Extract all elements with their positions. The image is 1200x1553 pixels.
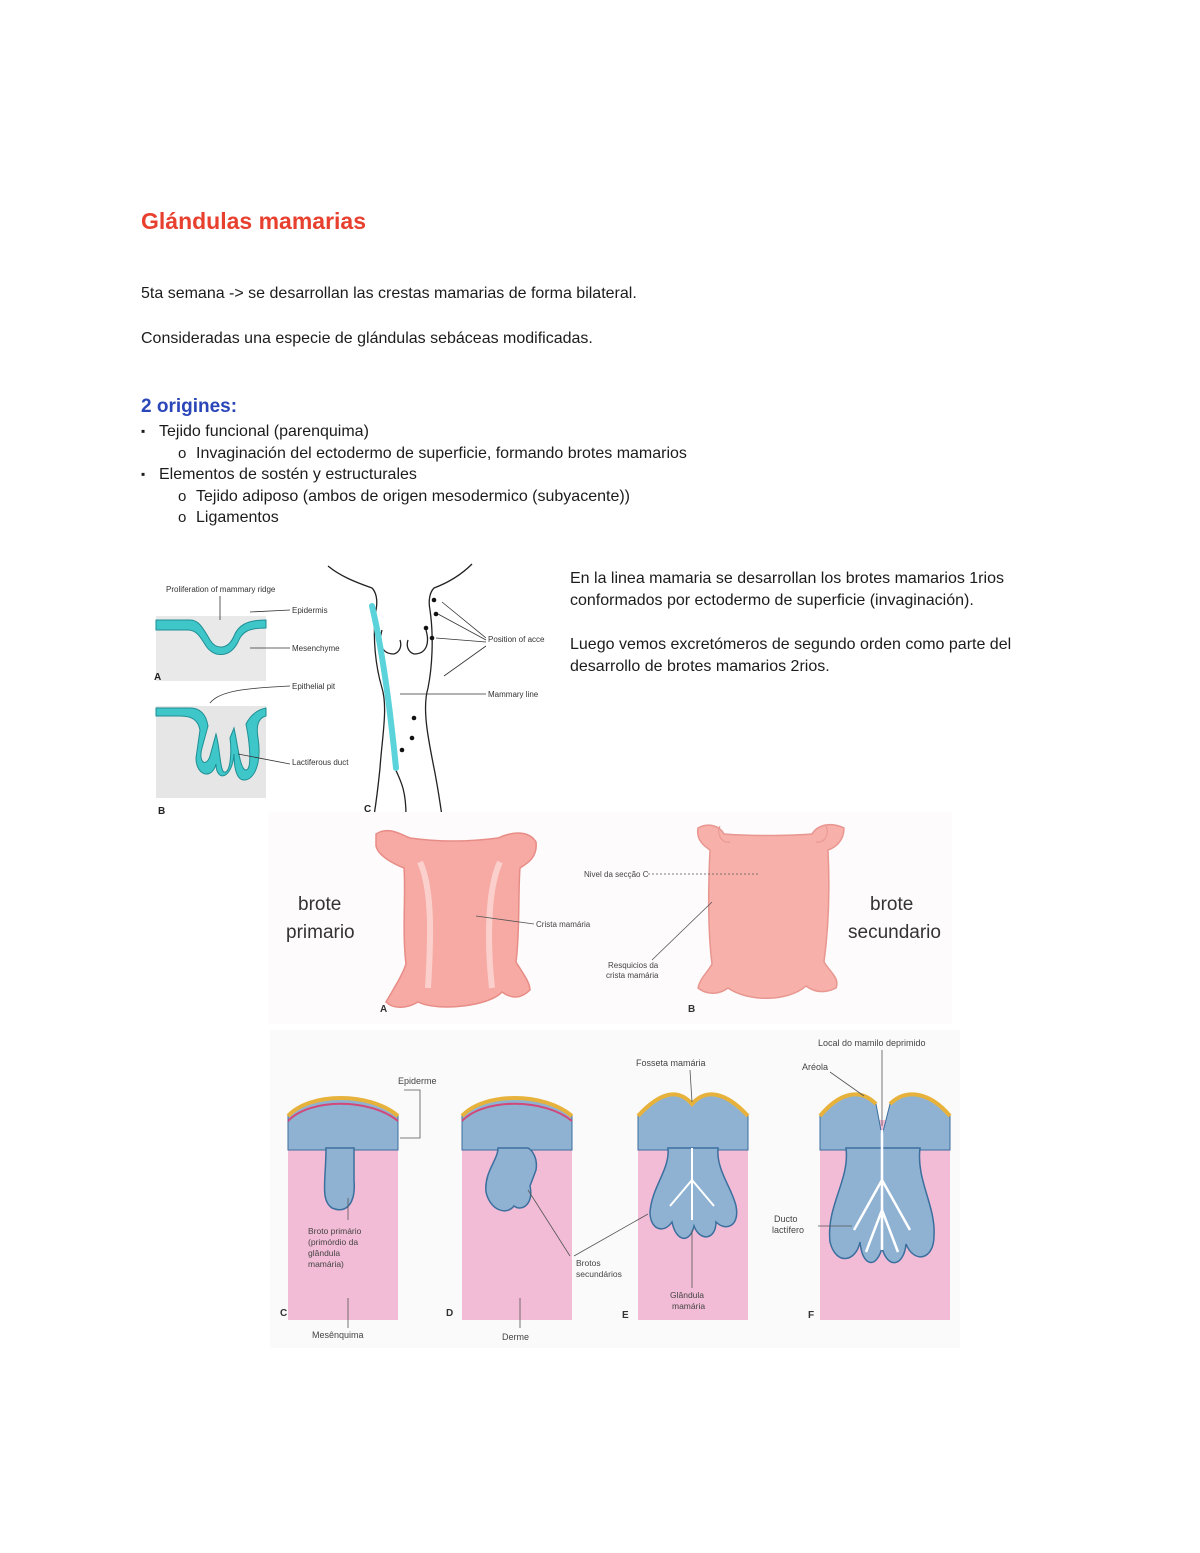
leader-line	[689, 1069, 693, 1103]
page-title: Glándulas mamarias	[141, 208, 366, 234]
label-derme: Derme	[502, 1332, 529, 1342]
label-broto-primario-l1: Broto primário	[308, 1226, 362, 1236]
embryo-b-limb	[718, 825, 731, 843]
section-heading: 2 origines:	[141, 396, 238, 417]
list-item-text: Tejido funcional (parenquima)	[159, 423, 369, 440]
label-brotos-l1: Brotos	[576, 1258, 601, 1268]
panel-c	[286, 1096, 400, 1320]
leader-line	[475, 915, 535, 925]
embryo-figure: brote primario brote secundario Crista m…	[268, 812, 952, 1024]
intro-paragraph: Consideradas una especie de glándulas se…	[141, 330, 593, 347]
panel-label: D	[446, 1308, 453, 1319]
list-item-text: Elementos de sostén y estructurales	[159, 466, 417, 483]
development-stages-figure: Epiderme Broto primário (primórdio da gl…	[270, 1030, 960, 1348]
bullet-icon: ▪	[141, 424, 146, 438]
body-outline	[327, 563, 473, 817]
side-paragraph: En la linea mamaria se desarrollan los b…	[570, 570, 1004, 609]
label-brote-secundario-line1: brote	[870, 894, 913, 915]
bullet-icon: ▪	[141, 467, 146, 481]
label-brote-primario-line2: primario	[286, 922, 355, 943]
label-mammary-line: Mammary line	[488, 690, 539, 699]
leader-line	[527, 1189, 571, 1257]
label-resquicios-line1: Resquicios da	[608, 961, 659, 970]
panel-label: A	[380, 1004, 387, 1015]
sub-list-item-text: Tejido adiposo (ambos de origen mesoderm…	[196, 487, 630, 505]
circle-bullet-icon: o	[178, 444, 187, 462]
mammary-ridge-figure: Proliferation of mammary ridge Epidermis…	[154, 563, 545, 817]
panel-label: B	[158, 806, 165, 817]
sub-list-item-text: Ligamentos	[196, 509, 279, 526]
label-epithelial-pit: Epithelial pit	[292, 682, 336, 691]
label-broto-primario-l4: mamária)	[308, 1259, 344, 1269]
leader-line	[249, 609, 291, 613]
intro-paragraph: 5ta semana -> se desarrollan las crestas…	[141, 285, 637, 302]
embryo-b-limb	[815, 825, 828, 843]
leader-line	[209, 685, 291, 704]
label-lactiferous-duct: Lactiferous duct	[292, 758, 349, 767]
leader-line	[829, 1071, 865, 1097]
panel-label: F	[808, 1310, 814, 1321]
label-accessory-nipples: Position of accessory nipples	[488, 635, 545, 644]
label-nivel: Nivel da secção C	[584, 870, 649, 879]
panel-label: C	[364, 804, 371, 815]
side-text: En la linea mamaria se desarrollan los b…	[570, 568, 1070, 700]
mammary-line	[369, 603, 399, 771]
label-glandula-l1: Glândula	[670, 1290, 704, 1300]
label-resquicios-line2: crista mamária	[606, 971, 659, 980]
label-proliferation: Proliferation of mammary ridge	[166, 585, 276, 594]
label-glandula-l2: mamária	[672, 1301, 705, 1311]
leader-line	[651, 901, 713, 961]
panel-e	[636, 1092, 750, 1320]
panel-label: A	[154, 672, 161, 683]
leader-lines	[400, 601, 487, 695]
label-brote-secundario-line2: secundario	[848, 922, 941, 943]
label-areola: Aréola	[802, 1062, 828, 1072]
panel-label: B	[688, 1004, 695, 1015]
leader-line	[237, 753, 291, 765]
label-mesenquima: Mesênquima	[312, 1330, 364, 1340]
side-paragraph: Luego vemos excretómeros de segundo orde…	[570, 636, 1012, 675]
label-local-mamilo: Local do mamilo deprimido	[818, 1038, 926, 1048]
mammary-crest-left	[417, 860, 434, 989]
accessory-nipple-dots	[399, 597, 439, 753]
mammary-crest-right	[486, 860, 503, 989]
label-brote-primario-line1: brote	[298, 894, 341, 915]
label-epiderme: Epiderme	[398, 1076, 437, 1086]
panel-d	[460, 1096, 574, 1320]
panel-label: E	[622, 1310, 629, 1321]
leader-line	[573, 1213, 649, 1257]
embryo-b	[696, 823, 845, 999]
circle-bullet-icon: o	[178, 509, 187, 526]
sub-list-item-text: Invaginación del ectodermo de superficie…	[196, 444, 687, 462]
label-broto-primario-l3: glândula	[308, 1248, 340, 1258]
mammary-ridge-thickening	[155, 619, 267, 655]
circle-bullet-icon: o	[178, 487, 187, 505]
label-ducto-l1: Ducto	[774, 1214, 798, 1224]
label-brotos-l2: secundários	[576, 1269, 622, 1279]
label-epidermis: Epidermis	[292, 606, 328, 615]
label-broto-primario-l2: (primórdio da	[308, 1237, 358, 1247]
panel-label: C	[280, 1308, 287, 1319]
label-crista: Crista mamária	[536, 920, 591, 929]
figure-background	[268, 812, 952, 1024]
epithelial-pit-ducts	[155, 707, 267, 781]
leader-line	[400, 1089, 421, 1139]
label-fosseta: Fosseta mamária	[636, 1058, 706, 1068]
panel-f	[818, 1092, 952, 1320]
label-mesenchyme: Mesenchyme	[292, 644, 340, 653]
label-ducto-l2: lactífero	[772, 1225, 804, 1235]
